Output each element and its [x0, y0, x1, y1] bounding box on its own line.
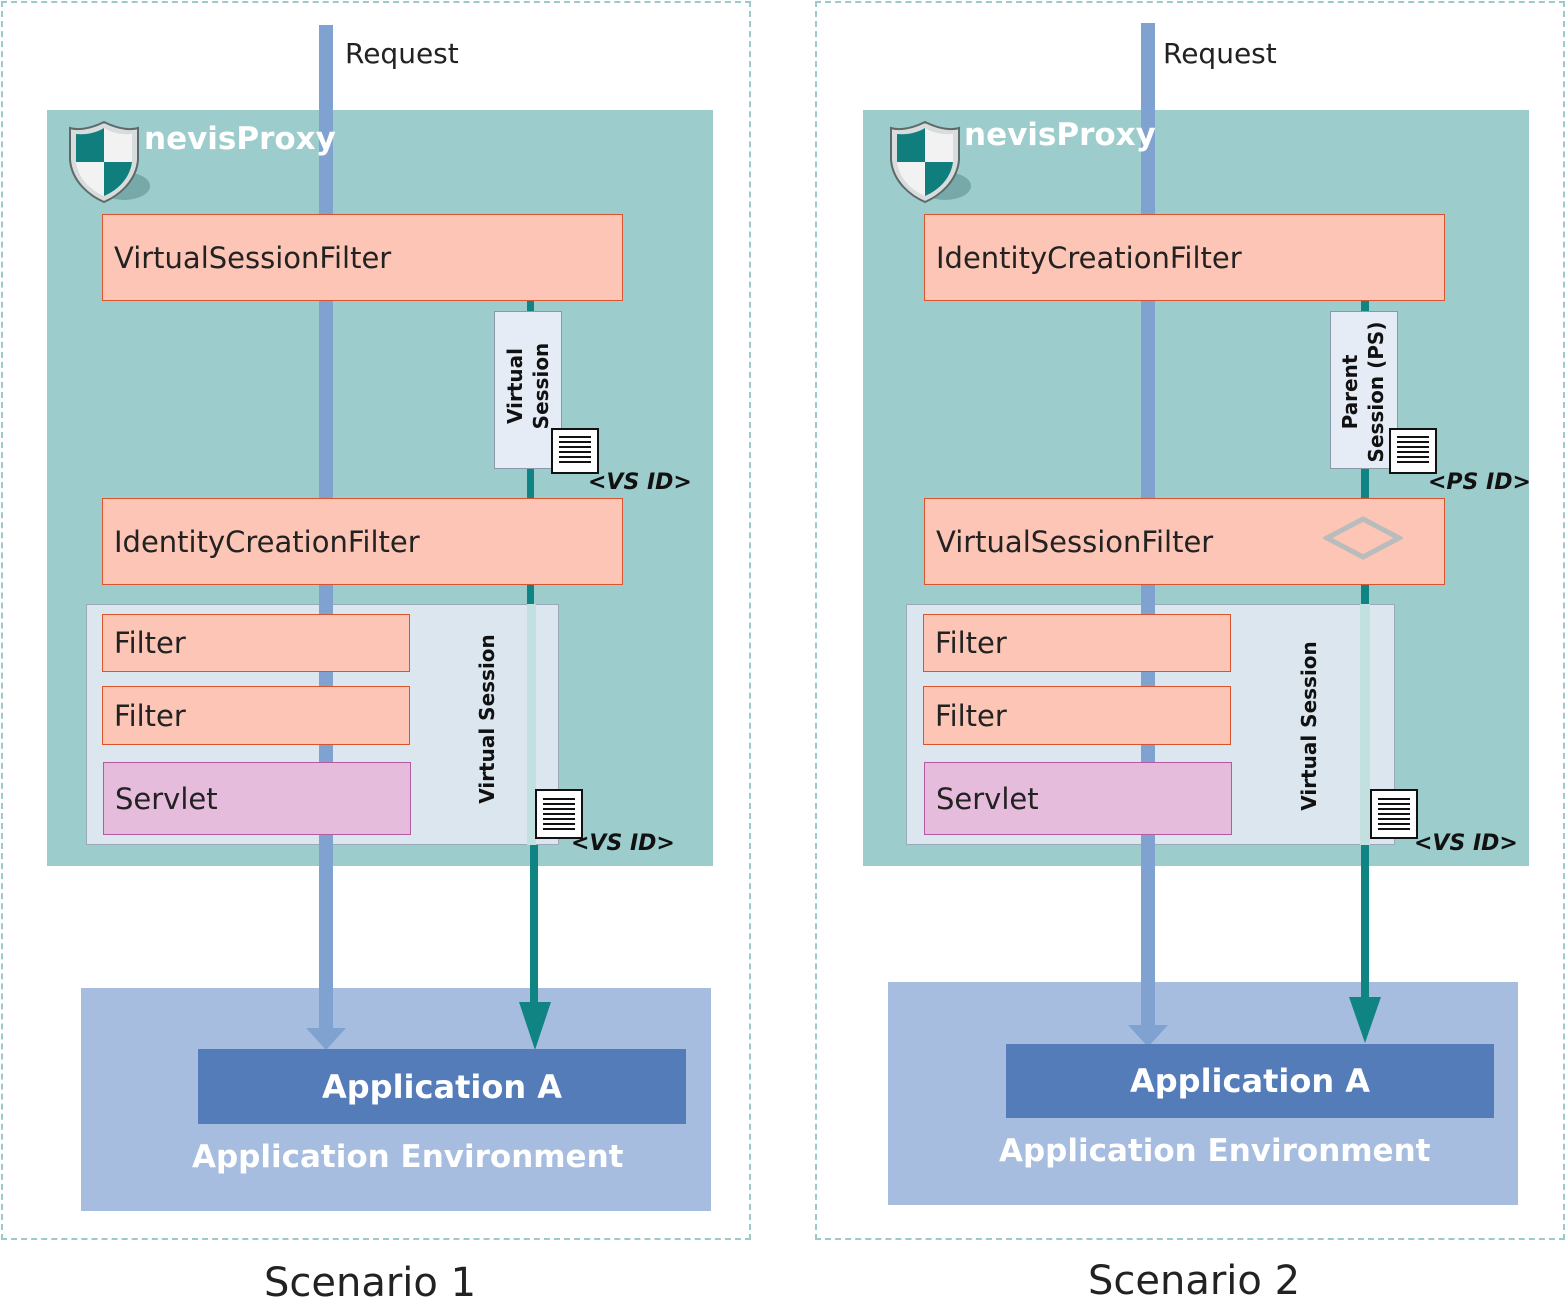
- request-label: Request: [345, 37, 459, 70]
- nevisproxy-title: nevisProxy: [144, 121, 336, 157]
- inner-id-label: <VS ID>: [1414, 831, 1518, 856]
- session-flow-line-upper: [1361, 300, 1369, 604]
- scenario-frame: [815, 1, 1565, 1240]
- request-label: Request: [1163, 37, 1277, 70]
- session-arrowhead: [1349, 997, 1381, 1043]
- session-document-icon: [535, 789, 583, 839]
- session-document-icon: [551, 428, 599, 474]
- session-id-label: <PS ID>: [1428, 470, 1531, 495]
- request-arrowhead: [1128, 1025, 1168, 1047]
- merge-diamond-icon: [1323, 516, 1403, 560]
- top-filter: VirtualSessionFilter: [102, 214, 623, 301]
- virtual-session-box-label: Virtual Session: [475, 634, 499, 804]
- scenario-frame: [1, 1, 751, 1240]
- session-flow-line-lower: [530, 845, 538, 1005]
- virtual-session-box-label: Virtual Session: [1297, 641, 1321, 811]
- application-environment-label: Application Environment: [999, 1133, 1431, 1169]
- filter-1: Filter: [923, 614, 1231, 672]
- session-card-label: Parent Session (PS): [1338, 321, 1388, 463]
- nevisproxy-container: [863, 110, 1529, 866]
- second-filter: VirtualSessionFilter: [924, 498, 1445, 585]
- session-arrowhead: [519, 1002, 551, 1050]
- session-flow-line-inner: [1360, 604, 1370, 845]
- session-document-icon: [1370, 789, 1418, 839]
- application-environment-box: [888, 982, 1518, 1205]
- servlet: Servlet: [924, 762, 1232, 835]
- filter-1: Filter: [102, 614, 410, 672]
- nevisproxy-title: nevisProxy: [964, 117, 1156, 153]
- application-box: Application A: [1006, 1044, 1494, 1118]
- filter-2: Filter: [923, 686, 1231, 745]
- scenario-caption: Scenario 1: [263, 1260, 477, 1306]
- session-card: [1330, 311, 1398, 469]
- session-flow-line-inner: [527, 604, 536, 845]
- application-box: Application A: [198, 1049, 686, 1124]
- request-flow-line: [1141, 23, 1155, 1027]
- virtual-session-box: [906, 604, 1395, 845]
- session-id-label: <VS ID>: [588, 470, 692, 495]
- inner-id-label: <VS ID>: [571, 831, 675, 856]
- session-card-label: Virtual Session: [503, 342, 553, 430]
- top-filter: IdentityCreationFilter: [924, 214, 1445, 301]
- shield-icon: [69, 120, 150, 204]
- session-flow-line-lower: [1361, 845, 1369, 1000]
- application-environment-label: Application Environment: [192, 1139, 624, 1175]
- servlet: Servlet: [103, 762, 411, 835]
- session-document-icon: [1389, 428, 1437, 474]
- shield-icon: [890, 120, 971, 204]
- request-arrowhead: [306, 1028, 346, 1050]
- filter-2: Filter: [102, 686, 410, 745]
- session-card: [494, 311, 562, 469]
- second-filter: IdentityCreationFilter: [102, 498, 623, 585]
- scenario-caption: Scenario 2: [1087, 1258, 1301, 1304]
- scenario-1: Request nevisProxy VirtualSessionFilter …: [0, 0, 760, 1314]
